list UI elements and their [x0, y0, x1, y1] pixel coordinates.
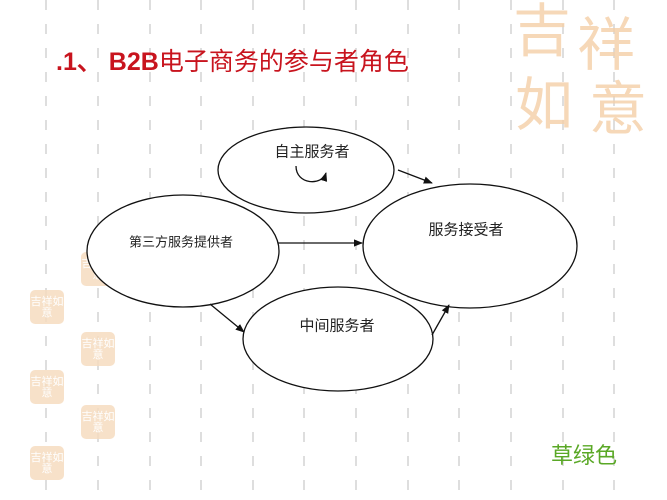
- edge-self-to-receiver: [397, 169, 433, 184]
- decorative-stamp: 吉祥如意: [30, 290, 64, 324]
- seal-char: 吉: [513, 0, 572, 65]
- title-prefix: .1、 B2B: [56, 48, 159, 76]
- title-text: 电子商务的参与者角色: [158, 47, 409, 76]
- node-label-third-party: 第三方服务提供者: [128, 235, 234, 251]
- seal-char: 意: [589, 75, 648, 143]
- slide-title: .1、 B2B电子商务的参与者角色: [56, 42, 409, 78]
- seal-char: 祥: [577, 11, 636, 79]
- edge-third-to-middle: [209, 303, 245, 333]
- footer-note: 草绿色: [550, 444, 617, 469]
- node-label-self-service: 自主服务者: [274, 142, 350, 161]
- node-receiver: [362, 183, 578, 309]
- node-intermediary: [242, 286, 434, 392]
- node-label-receiver: 服务接受者: [428, 220, 504, 239]
- decorative-stamp: 吉祥如意: [30, 446, 64, 480]
- self-loop-arrow: [295, 165, 328, 183]
- node-self-service: [217, 126, 395, 214]
- edge-middle-to-receiver: [431, 304, 450, 336]
- decorative-stamp: 吉祥如意: [30, 370, 64, 404]
- node-third-party: [86, 194, 280, 308]
- node-label-intermediary: 中间服务者: [299, 316, 375, 335]
